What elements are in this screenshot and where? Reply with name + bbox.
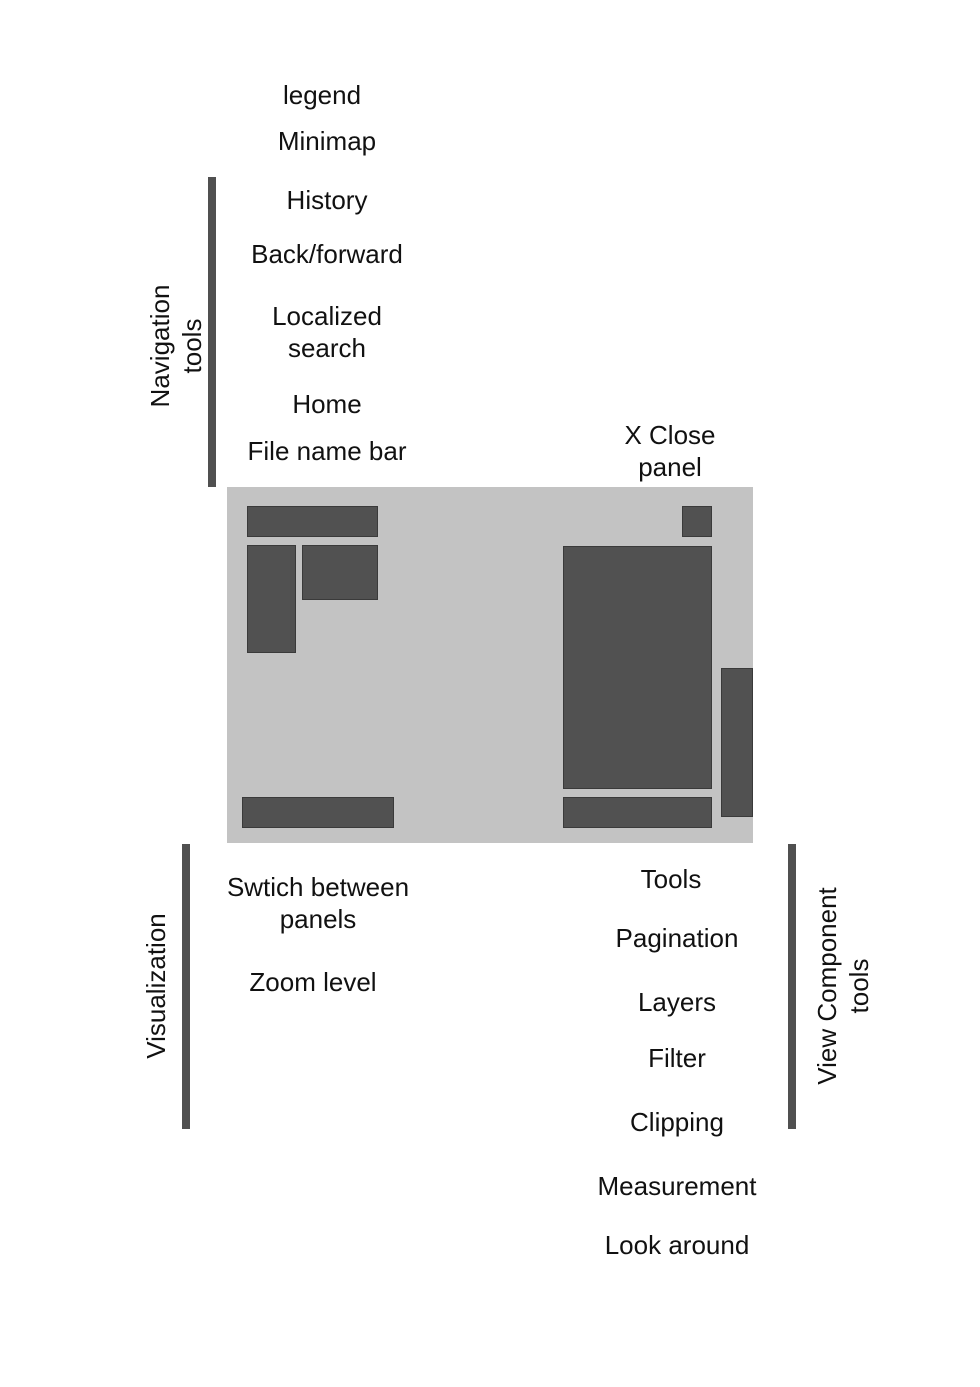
nav-item-history: History: [286, 185, 368, 215]
wireframe-panel: [227, 487, 753, 843]
vc-item-clipping: Clipping: [630, 1107, 724, 1137]
close-panel-block: [682, 506, 712, 537]
side-tools-block: [721, 668, 753, 817]
navigation-tools-block: [247, 545, 296, 653]
vis-item-zoom-level: Zoom level: [249, 967, 377, 997]
tools-bar-block: [563, 797, 712, 828]
close-panel-label: X Close panel: [624, 420, 716, 482]
visualization-group-bar: [182, 844, 190, 1129]
navigation-group-bar: [208, 177, 216, 487]
nav-item-file-name-bar: File name bar: [247, 436, 407, 466]
nav-item-home: Home: [292, 389, 362, 419]
vc-item-tools: Tools: [640, 864, 702, 894]
look-around-label: Look around: [604, 1230, 750, 1260]
nav-item-localized-search: Localized search: [272, 301, 382, 363]
vc-item-filter: Filter: [648, 1043, 706, 1073]
file-name-bar-block: [247, 506, 378, 537]
vc-item-layers: Layers: [637, 987, 717, 1017]
visualization-group-label: Visualization: [141, 913, 171, 1059]
vc-item-pagination: Pagination: [615, 923, 739, 953]
minimap-label: Minimap: [277, 126, 377, 156]
visualization-block: [242, 797, 394, 828]
view-component-group-bar: [788, 844, 796, 1129]
navigation-group-label: Navigation tools: [145, 284, 207, 408]
view-component-block: [563, 546, 712, 789]
measurement-label: Measurement: [597, 1171, 757, 1201]
legend-label: legend: [282, 80, 362, 110]
vis-item-switch-panels: Swtich between panels: [226, 872, 410, 934]
view-component-group-label: View Component tools: [812, 887, 874, 1085]
nav-item-back-forward: Back/forward: [251, 239, 403, 269]
minimap-legend-block: [302, 545, 378, 600]
